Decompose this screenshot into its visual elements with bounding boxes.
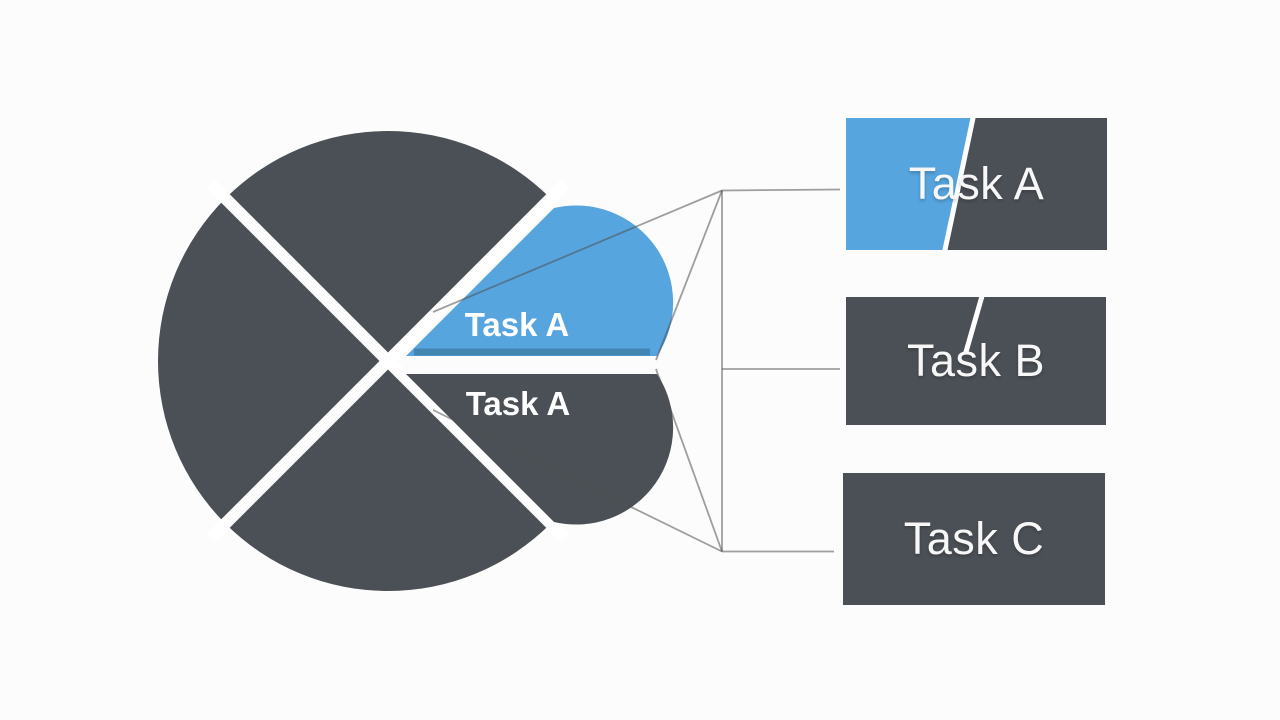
connector-tangent-top: [432, 189, 723, 313]
pie-right-quadrant-mask: [388, 0, 840, 720]
task-box-b: Task B: [846, 297, 1106, 425]
connector-to-box-a: [721, 188, 841, 192]
highlight-wedge: [406, 205, 674, 356]
connector-tangent-bottom: [432, 409, 723, 553]
connector-lines: [432, 188, 841, 553]
task-box-c: Task C: [843, 473, 1105, 605]
connector-pinch-bottom: [655, 368, 723, 552]
highlight-wedge-label: Task A: [465, 306, 570, 343]
secondary-wedge-label: Task A: [466, 385, 571, 422]
connector-pinch-top: [655, 190, 723, 361]
secondary-wedge: [406, 374, 674, 525]
task-box-b-label: Task B: [906, 335, 1046, 386]
pie-divider-slash: [206, 179, 570, 543]
task-box-a: Task A: [846, 118, 1107, 250]
task-box-a-label: Task A: [908, 158, 1045, 209]
task-box-c-label: Task C: [903, 513, 1045, 564]
